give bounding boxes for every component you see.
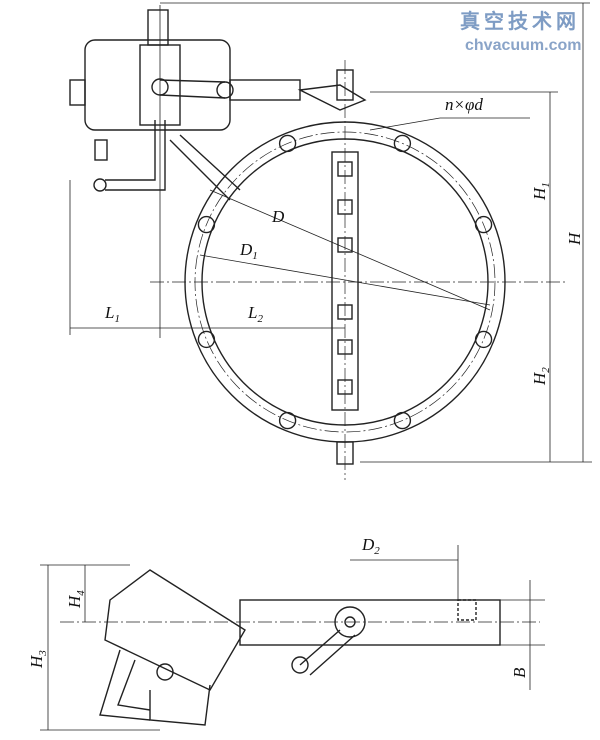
length-l2-label: L2	[247, 303, 263, 325]
watermark-url: chvacuum.com	[465, 37, 581, 54]
bolt-hole	[474, 330, 493, 349]
height-h1-label: H1	[530, 182, 552, 201]
length-l1-label: L1	[104, 303, 120, 325]
bolt-hole	[474, 215, 493, 234]
diameter-d2-label: D2	[361, 535, 380, 557]
valve-body	[184, 60, 506, 480]
bolt-holes-label: n×φd	[445, 95, 483, 114]
height-h3-label: H3	[27, 650, 49, 669]
actuator	[69, 9, 367, 201]
diameter-d1-label: D1	[239, 240, 258, 262]
width-b-label: B	[510, 667, 529, 678]
height-h4-label: H4	[65, 590, 87, 609]
bolt-hole	[278, 411, 297, 430]
bolt-hole	[393, 411, 412, 430]
watermark-title: 真空技术网	[460, 9, 580, 33]
height-h2-label: H2	[530, 367, 552, 386]
bolt-hole	[197, 330, 216, 349]
diameter-d-label: D	[271, 207, 285, 226]
height-h-label: H	[565, 231, 584, 246]
dimension-lines	[69, 2, 592, 463]
bolt-hole	[197, 215, 216, 234]
bolt-hole	[393, 134, 412, 153]
bolt-hole	[278, 134, 297, 153]
side-view	[40, 545, 545, 731]
